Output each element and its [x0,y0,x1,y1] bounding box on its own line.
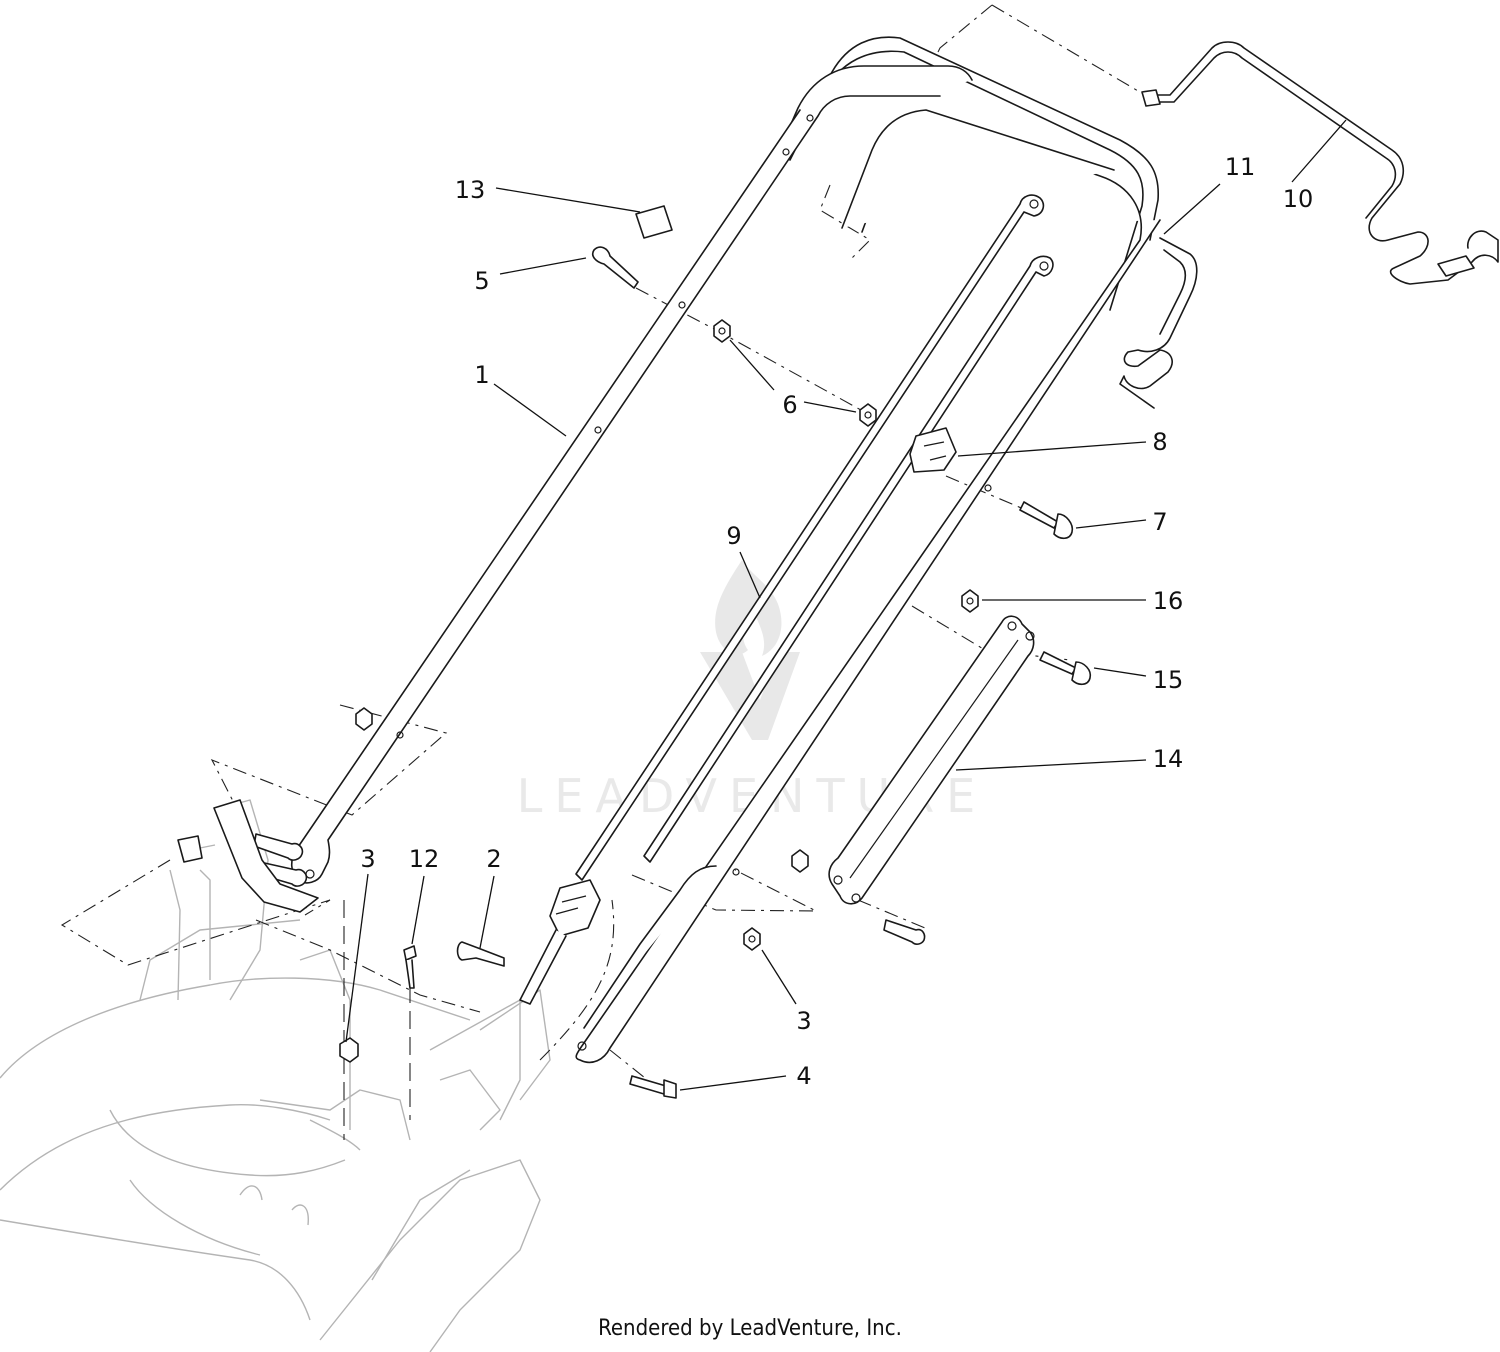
leader-15 [1093,667,1147,677]
callout-14: 14 [1153,745,1184,773]
callout-7: 7 [1152,508,1167,536]
callout-6: 6 [782,391,797,419]
part-16-nut [961,589,979,613]
leader-11 [1163,183,1221,235]
part-1-handle-tube-right [575,109,1161,1064]
leader-12 [411,875,425,945]
callout-13: 13 [455,176,486,204]
part-13-decal [635,205,673,239]
leader-2 [479,875,495,949]
part-10-bail-rod [1141,41,1499,285]
part-3-lower-nut [339,707,809,1063]
leader-7 [1075,519,1147,529]
leader-13 [495,187,641,213]
render-credit-footer: Rendered by LeadVenture, Inc. [598,1316,902,1341]
callout-1: 1 [474,361,489,389]
callout-3-right: 3 [796,1007,811,1035]
leader-lines [345,119,1347,1091]
left-mount-bracket [177,799,319,913]
leader-14 [955,759,1147,771]
part-6-nuts [713,319,877,427]
callout-labels: 13 5 1 6 8 7 9 16 15 14 11 10 3 12 2 3 4 [360,153,1313,1090]
part-9-control-cable [519,194,1054,1005]
leader-5 [499,257,587,275]
part-8-cable-clip [909,427,957,473]
callout-15: 15 [1153,666,1184,694]
leader-6a [729,339,775,391]
leader-10 [1291,119,1347,183]
callout-10: 10 [1283,185,1314,213]
part-14-link-bracket [828,615,1035,905]
callout-12: 12 [409,845,440,873]
callout-16: 16 [1153,587,1184,615]
callout-11: 11 [1225,153,1256,181]
leader-8 [957,441,1147,457]
leader-6b [803,401,857,413]
part-12-bolt [403,945,417,989]
callout-5: 5 [474,267,489,295]
leader-3a [345,873,369,1043]
leader-1 [493,383,567,437]
part-15-bolt [1039,651,1092,686]
frame-bolts [253,833,926,945]
leader-4 [679,1075,787,1091]
part-4-lower-bolt [629,1075,677,1099]
leader-3b [761,949,797,1005]
part-7-bolt [1019,501,1074,540]
callout-3-left: 3 [360,845,375,873]
leader-9 [739,551,761,599]
callout-9: 9 [726,522,741,550]
callout-4: 4 [796,1062,811,1090]
part-2-shoulder-bolt [456,941,505,967]
callout-2: 2 [486,845,501,873]
callout-8: 8 [1152,428,1167,456]
part-5-hairpin [591,246,639,289]
